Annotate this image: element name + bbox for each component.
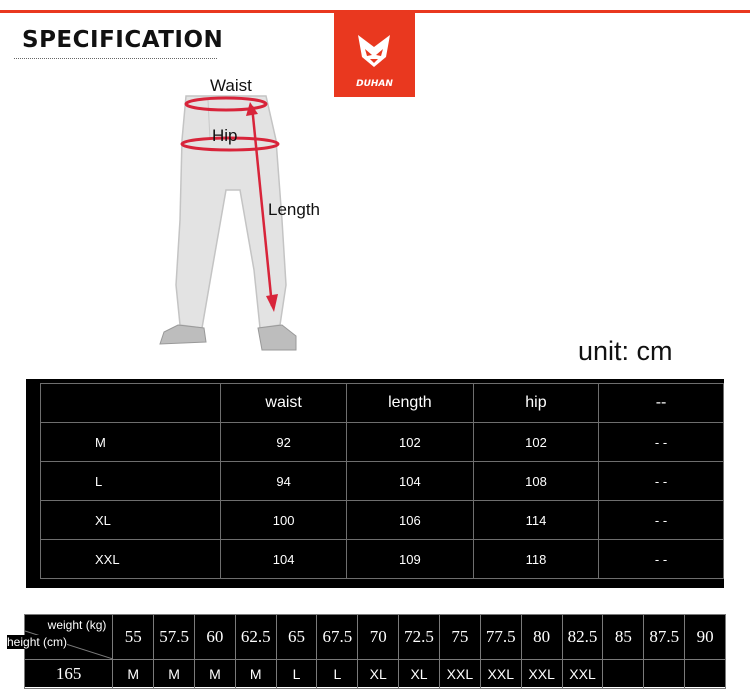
length-cell: 104 — [345, 461, 474, 501]
brand-logo: DUHAN — [334, 13, 415, 97]
header-cell-hip: hip — [472, 383, 600, 423]
logo-wordmark: DUHAN — [356, 79, 393, 89]
top-accent-bar — [0, 10, 750, 13]
table-row: XL 100 106 114 - - — [39, 500, 724, 540]
size-cell: XL — [398, 659, 440, 689]
weight-height-panel: weight (kg) height (cm) 55 57.5 60 62.5 … — [7, 614, 726, 689]
length-cell: 102 — [345, 422, 474, 462]
waist-cell: 94 — [220, 461, 347, 501]
size-chart-panel: waist length hip -- M 92 102 102 - - L 9… — [26, 379, 724, 588]
header-cell-extra: -- — [598, 383, 724, 423]
unit-label: unit: cm — [578, 336, 673, 366]
height-cell: 165 — [23, 659, 114, 689]
title-underline — [14, 58, 217, 59]
weight-cell: 55 — [112, 614, 155, 660]
weight-cell: 62.5 — [234, 614, 277, 660]
size-cell — [643, 659, 686, 689]
weight-cell: 72.5 — [398, 614, 440, 660]
weight-cell: 65 — [275, 614, 318, 660]
length-cell: 106 — [345, 500, 474, 540]
size-cell: M — [39, 422, 222, 462]
weight-cell: 80 — [520, 614, 563, 660]
fox-logo-icon — [358, 35, 390, 67]
pants-diagram-icon — [159, 95, 297, 351]
size-cell: XXL — [39, 539, 222, 579]
table-row: M 92 102 102 - - — [39, 422, 724, 462]
weight-cell: 67.5 — [316, 614, 359, 660]
length-label: Length — [268, 200, 320, 219]
weight-cell: 77.5 — [479, 614, 522, 660]
extra-cell: - - — [598, 500, 724, 540]
weight-row: weight (kg) height (cm) 55 57.5 60 62.5 … — [7, 614, 726, 660]
pants-measurement-figure: Waist Hip Length — [140, 70, 360, 370]
size-cell: XXL — [479, 659, 522, 689]
header-cell — [39, 383, 222, 423]
table-row: L 94 104 108 - - — [39, 461, 724, 501]
weight-cell: 87.5 — [643, 614, 686, 660]
waist-label: Waist — [210, 76, 252, 95]
weight-cell: 75 — [438, 614, 481, 660]
size-chart-header-row: waist length hip -- — [39, 383, 724, 423]
weight-cell: 70 — [357, 614, 400, 660]
size-cell: L — [275, 659, 318, 689]
hip-cell: 108 — [472, 461, 600, 501]
weight-cell: 85 — [602, 614, 645, 660]
header-cell-waist: waist — [220, 383, 347, 423]
extra-cell: - - — [598, 539, 724, 579]
size-chart-table: waist length hip -- M 92 102 102 - - L 9… — [39, 383, 724, 579]
waist-cell: 104 — [220, 539, 347, 579]
size-cell: M — [112, 659, 155, 689]
weight-cell: 90 — [684, 614, 726, 660]
size-cell — [684, 659, 726, 689]
hip-cell: 102 — [472, 422, 600, 462]
corner-cell: weight (kg) height (cm) — [7, 614, 114, 660]
height-axis-label: height (cm) — [7, 635, 68, 649]
size-cell: XXL — [438, 659, 481, 689]
waist-cell: 92 — [220, 422, 347, 462]
weight-height-table: weight (kg) height (cm) 55 57.5 60 62.5 … — [7, 614, 726, 689]
extra-cell: - - — [598, 461, 724, 501]
size-cell: XL — [357, 659, 400, 689]
length-cell: 109 — [345, 539, 474, 579]
size-cell: XXL — [520, 659, 563, 689]
table-row: XXL 104 109 118 - - — [39, 539, 724, 579]
hip-label: Hip — [212, 126, 238, 145]
size-cell: L — [316, 659, 359, 689]
weight-cell: 82.5 — [561, 614, 604, 660]
weight-axis-label: weight (kg) — [47, 618, 107, 632]
size-cell: L — [39, 461, 222, 501]
size-cell: XXL — [561, 659, 604, 689]
size-cell — [602, 659, 645, 689]
size-cell: M — [153, 659, 196, 689]
size-cell: M — [234, 659, 277, 689]
hip-cell: 114 — [472, 500, 600, 540]
size-cell: XL — [39, 500, 222, 540]
hip-cell: 118 — [472, 539, 600, 579]
size-cell: M — [194, 659, 236, 689]
table-row: 165 M M M M L L XL XL XXL XXL XXL XXL — [23, 659, 726, 689]
extra-cell: - - — [598, 422, 724, 462]
weight-cell: 60 — [194, 614, 236, 660]
waist-cell: 100 — [220, 500, 347, 540]
weight-cell: 57.5 — [153, 614, 196, 660]
header-cell-length: length — [345, 383, 474, 423]
page-title: SPECIFICATION — [22, 27, 224, 53]
